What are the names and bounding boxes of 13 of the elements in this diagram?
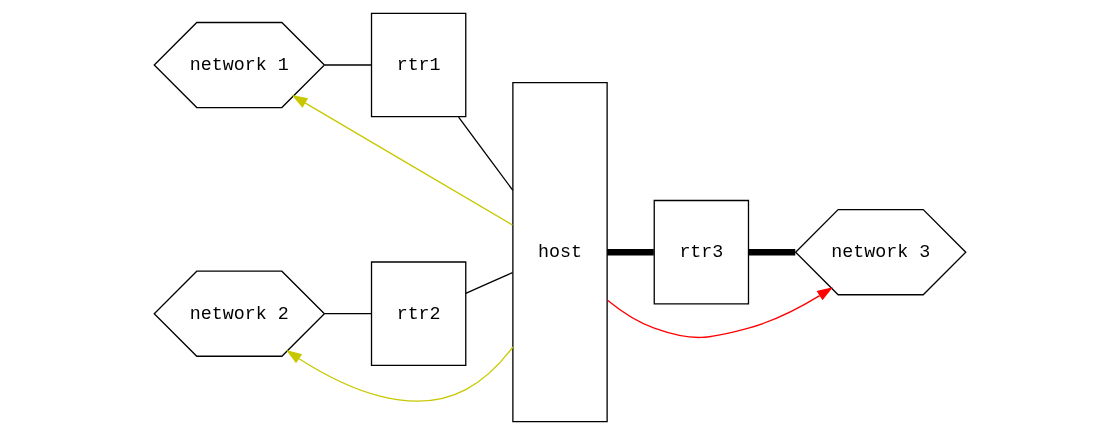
node-box: host: [511, 82, 608, 423]
arrow: [291, 95, 513, 226]
arrow: [285, 346, 513, 402]
connector: [323, 64, 372, 66]
node-box: rtr1: [370, 12, 466, 118]
connector: [464, 272, 513, 295]
connector: [457, 116, 514, 192]
connector: [748, 248, 795, 256]
node-box: rtr3: [653, 199, 749, 305]
node-box: rtr2: [370, 261, 466, 367]
arrow: [606, 287, 833, 339]
connector: [323, 313, 372, 315]
connector: [606, 248, 654, 256]
